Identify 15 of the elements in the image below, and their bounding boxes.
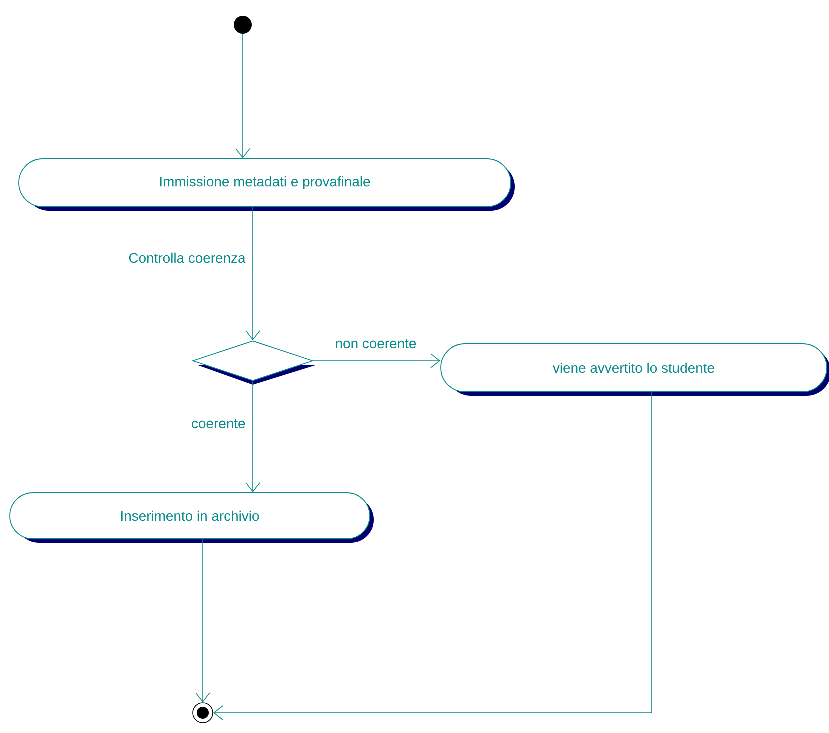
- arrow: [246, 207, 260, 341]
- arrow: [236, 34, 250, 159]
- initial-state: [234, 16, 252, 34]
- activity-box: Immissione metadati e provafinale: [18, 158, 515, 211]
- edge-label: non coerente: [334, 338, 418, 350]
- edge-label: coerente: [190, 418, 247, 430]
- arrow: [213, 392, 652, 720]
- activity-box: Inserimento in archivio: [10, 492, 374, 543]
- arrow: [313, 354, 441, 368]
- arrow: [246, 381, 260, 493]
- arrow: [196, 539, 210, 703]
- activity-box: viene avvertito lo studente: [440, 344, 829, 396]
- edge-label: Controlla coerenza: [128, 252, 247, 264]
- final-state: [192, 702, 214, 724]
- decision-diamond: [192, 340, 317, 385]
